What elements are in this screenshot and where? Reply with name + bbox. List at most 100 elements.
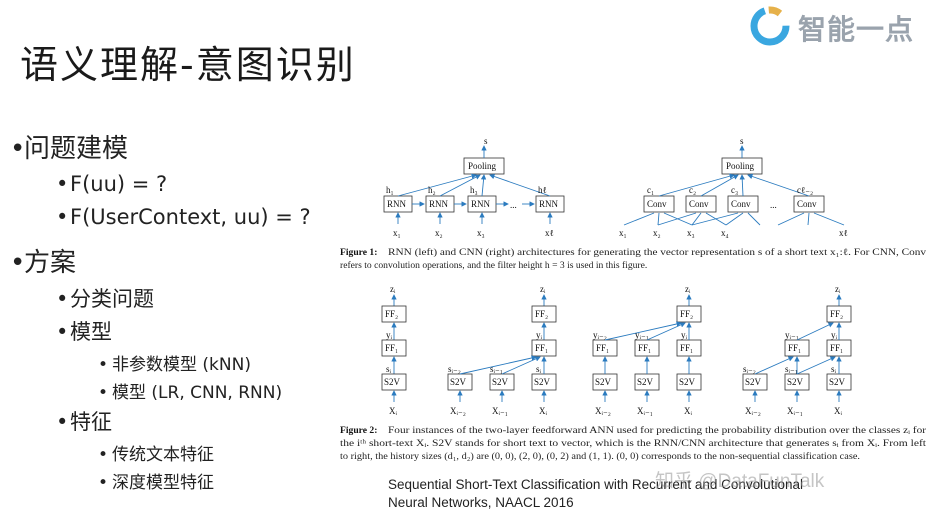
ffann-instance-1: zᵢ FF₂ yᵢ FF₁ sᵢ S2V Xᵢ: [381, 284, 407, 416]
cnn-x4-label: x₄: [721, 228, 729, 238]
rnn-pooling-label: Pooling: [468, 161, 497, 171]
svg-text:S2V: S2V: [384, 377, 401, 387]
svg-text:sᵢ₋₂: sᵢ₋₂: [743, 364, 756, 374]
svg-text:yᵢ: yᵢ: [681, 330, 688, 340]
svg-text:Xᵢ: Xᵢ: [834, 406, 842, 416]
svg-text:...: ...: [770, 200, 777, 210]
rnn-xl-label: xℓ: [545, 228, 554, 238]
conv-box-1: Conv: [643, 195, 675, 213]
rnn-diagram: s Pooling RNN RNN RNN RNN ... h₁ h₂: [383, 136, 565, 238]
bullet-deep-features: •深度模型特征: [98, 473, 214, 493]
bullet-f-uu: •F(uu) = ?: [56, 172, 168, 196]
svg-text:S2V: S2V: [534, 377, 551, 387]
watermark: 知乎 @DataFunTalk: [655, 471, 825, 492]
bullet-solution: •方案: [10, 248, 77, 278]
citation-line-2: Neural Networks, NAACL 2016: [388, 495, 574, 510]
svg-text:sᵢ: sᵢ: [831, 364, 837, 374]
figure2-caption-line-3: to right, the history sizes (d₁, d₂) are…: [340, 451, 860, 462]
svg-text:zᵢ: zᵢ: [835, 284, 841, 294]
svg-text:S2V: S2V: [745, 377, 762, 387]
svg-text:sᵢ₋₂: sᵢ₋₂: [448, 364, 461, 374]
cnn-diagram: s Pooling Conv Conv Conv Conv ... c₁ c₂ …: [619, 136, 848, 238]
cnn-pooling-label: Pooling: [726, 161, 755, 171]
citation-line-1: Sequential Short-Text Classification wit…: [388, 477, 803, 492]
rnn-x2-label: x₂: [435, 228, 443, 238]
bullet-classification: •分类问题: [56, 287, 154, 311]
svg-text:zᵢ: zᵢ: [685, 284, 691, 294]
figure2-caption: Figure 2: Four instances of the two-laye…: [340, 425, 927, 462]
figure1-caption-label: Figure 1:: [340, 247, 377, 258]
figure2-caption-label: Figure 2:: [340, 425, 377, 436]
slide-title: 语义理解-意图识别: [20, 43, 356, 87]
figure2-caption-line-2: the iᵗʰ short-text Xᵢ. S2V stands for sh…: [340, 438, 926, 449]
conv-box-l: Conv: [793, 195, 825, 213]
paper-figure: s Pooling RNN RNN RNN RNN ... h₁ h₂: [340, 136, 927, 462]
bullet-traditional-features: •传统文本特征: [98, 445, 214, 465]
svg-text:Conv: Conv: [689, 199, 709, 209]
svg-text:Xᵢ₋₂: Xᵢ₋₂: [595, 406, 611, 416]
svg-text:S2V: S2V: [829, 377, 846, 387]
bullet-problem-modeling: •问题建模: [10, 134, 129, 164]
rnn-output-label: s: [484, 136, 488, 146]
svg-text:FF₂: FF₂: [680, 309, 693, 319]
svg-text:yᵢ: yᵢ: [536, 330, 543, 340]
rnn-h3-label: h₃: [470, 185, 478, 195]
conv-box-3: Conv: [727, 195, 759, 213]
ffann-instance-4: zᵢ FF₂ FF₁ FF₁ yᵢ₋₁ yᵢ S2V S2V S2V sᵢ₋₂ …: [742, 284, 852, 416]
logo-text: 智能一点: [798, 13, 915, 46]
cnn-xl-label: xℓ: [839, 228, 848, 238]
cnn-x3-label: x₃: [687, 228, 695, 238]
svg-text:S2V: S2V: [492, 377, 509, 387]
svg-text:yᵢ₋₁: yᵢ₋₁: [785, 330, 799, 340]
rnn-cell-1: RNN: [383, 195, 413, 213]
figure1-caption-line-2: refers to convolution operations, and th…: [340, 260, 647, 271]
svg-text:FF₁: FF₁: [830, 343, 843, 353]
cnn-cl-label: cℓ₋₂: [797, 185, 813, 195]
bullet-model: •模型: [56, 320, 112, 344]
svg-text:zᵢ: zᵢ: [540, 284, 546, 294]
svg-text:FF₁: FF₁: [535, 343, 548, 353]
svg-text:yᵢ₋₁: yᵢ₋₁: [635, 330, 649, 340]
svg-text:FF₁: FF₁: [596, 343, 609, 353]
svg-text:sᵢ₋₁: sᵢ₋₁: [785, 364, 798, 374]
rnn-h2-label: h₂: [428, 185, 436, 195]
svg-text:Xᵢ₋₁: Xᵢ₋₁: [492, 406, 508, 416]
svg-text:yᵢ: yᵢ: [831, 330, 838, 340]
svg-text:sᵢ: sᵢ: [536, 364, 542, 374]
svg-text:zᵢ: zᵢ: [390, 284, 396, 294]
svg-text:FF₂: FF₂: [385, 309, 398, 319]
svg-text:Xᵢ: Xᵢ: [389, 406, 397, 416]
cnn-c3-label: c₃: [731, 185, 738, 195]
svg-text:RNN: RNN: [429, 199, 449, 209]
rnn-hl-label: hℓ: [538, 185, 547, 195]
rnn-cell-2: RNN: [425, 195, 455, 213]
svg-text:sᵢ: sᵢ: [386, 364, 392, 374]
conv-box-2: Conv: [685, 195, 717, 213]
figure2-caption-line-1: Four instances of the two-layer feedforw…: [388, 425, 927, 436]
figure1-caption: Figure 1: RNN (left) and CNN (right) arc…: [340, 247, 926, 271]
rnn-cell-l: RNN: [535, 195, 565, 213]
bullet-lr-cnn-rnn: •模型 (LR, CNN, RNN): [98, 383, 283, 403]
paper-citation: Sequential Short-Text Classification wit…: [388, 476, 803, 512]
svg-text:Xᵢ₋₂: Xᵢ₋₂: [450, 406, 466, 416]
figure1-caption-line-1: RNN (left) and CNN (right) architectures…: [388, 247, 926, 258]
svg-text:Conv: Conv: [647, 199, 667, 209]
svg-text:Xᵢ₋₁: Xᵢ₋₁: [787, 406, 803, 416]
ffann-instance-2: zᵢ FF₂ yᵢ FF₁ S2V S2V S2V sᵢ₋₂ sᵢ₋₁ sᵢ X…: [447, 284, 557, 416]
svg-text:FF₂: FF₂: [535, 309, 548, 319]
svg-text:Xᵢ₋₂: Xᵢ₋₂: [745, 406, 761, 416]
svg-text:sᵢ₋₁: sᵢ₋₁: [490, 364, 503, 374]
bullet-f-usercontext: •F(UserContext, uu) = ?: [56, 205, 311, 229]
svg-text:RNN: RNN: [539, 199, 559, 209]
rnn-cell-3: RNN: [467, 195, 497, 213]
cnn-c2-label: c₂: [689, 185, 696, 195]
svg-text:Xᵢ₋₁: Xᵢ₋₁: [637, 406, 653, 416]
svg-text:Xᵢ: Xᵢ: [539, 406, 547, 416]
svg-text:FF₁: FF₁: [680, 343, 693, 353]
bullet-features: •特征: [56, 410, 112, 434]
bullet-knn: •非参数模型 (kNN): [98, 355, 251, 375]
svg-text:RNN: RNN: [387, 199, 407, 209]
svg-text:S2V: S2V: [595, 377, 612, 387]
svg-text:yᵢ₋₂: yᵢ₋₂: [593, 330, 607, 340]
rnn-x3-label: x₃: [477, 228, 485, 238]
